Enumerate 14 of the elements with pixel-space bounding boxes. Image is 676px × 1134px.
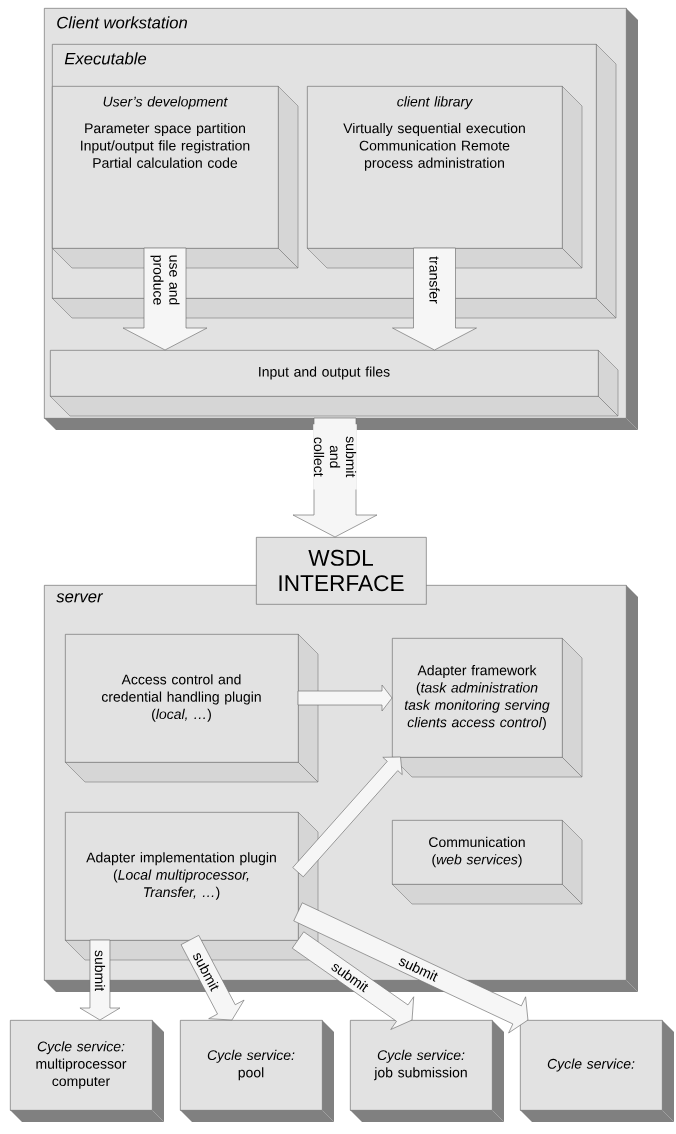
service-box: Cycle service: multiprocessor computer <box>10 1020 164 1122</box>
file-box: Input and output files <box>49 349 619 417</box>
component-box: Adapter framework (task administration task monitoring serving clients access control) <box>391 637 583 778</box>
component-box: Communication (web services) <box>391 819 583 905</box>
interface-box: WSDL INTERFACE <box>256 537 427 605</box>
plugin-box: Access control and credential handling plugin (local, …) <box>64 633 319 783</box>
block-arrow <box>297 684 393 712</box>
block-arrow <box>293 902 529 1034</box>
block-arrow <box>292 756 403 878</box>
edge-label: submit and collect <box>313 424 357 490</box>
service-box: Cycle service: pool <box>180 1020 334 1122</box>
service-box: Cycle service: <box>520 1020 674 1122</box>
block-arrow <box>392 247 477 351</box>
service-box: Cycle service: job submission <box>350 1020 504 1122</box>
